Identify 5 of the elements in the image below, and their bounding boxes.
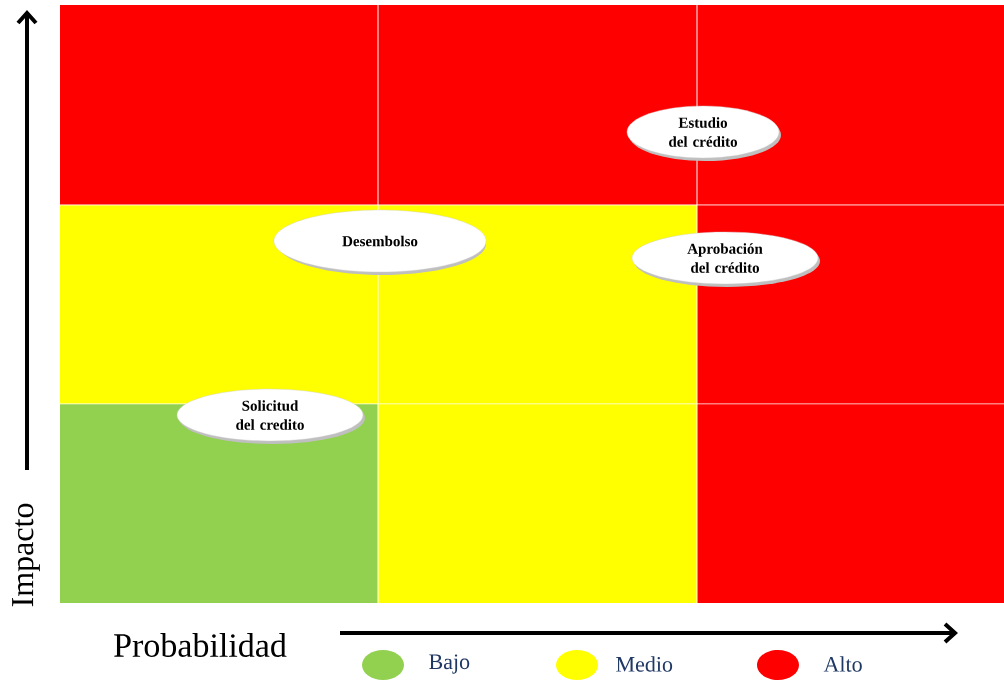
axis-label: Probabilidad <box>114 633 287 657</box>
legend-label: Medio <box>616 656 673 672</box>
legend-label: Alto <box>823 656 862 672</box>
legend-label: Bajo <box>429 654 470 674</box>
axis-label: Impacto <box>12 503 40 607</box>
